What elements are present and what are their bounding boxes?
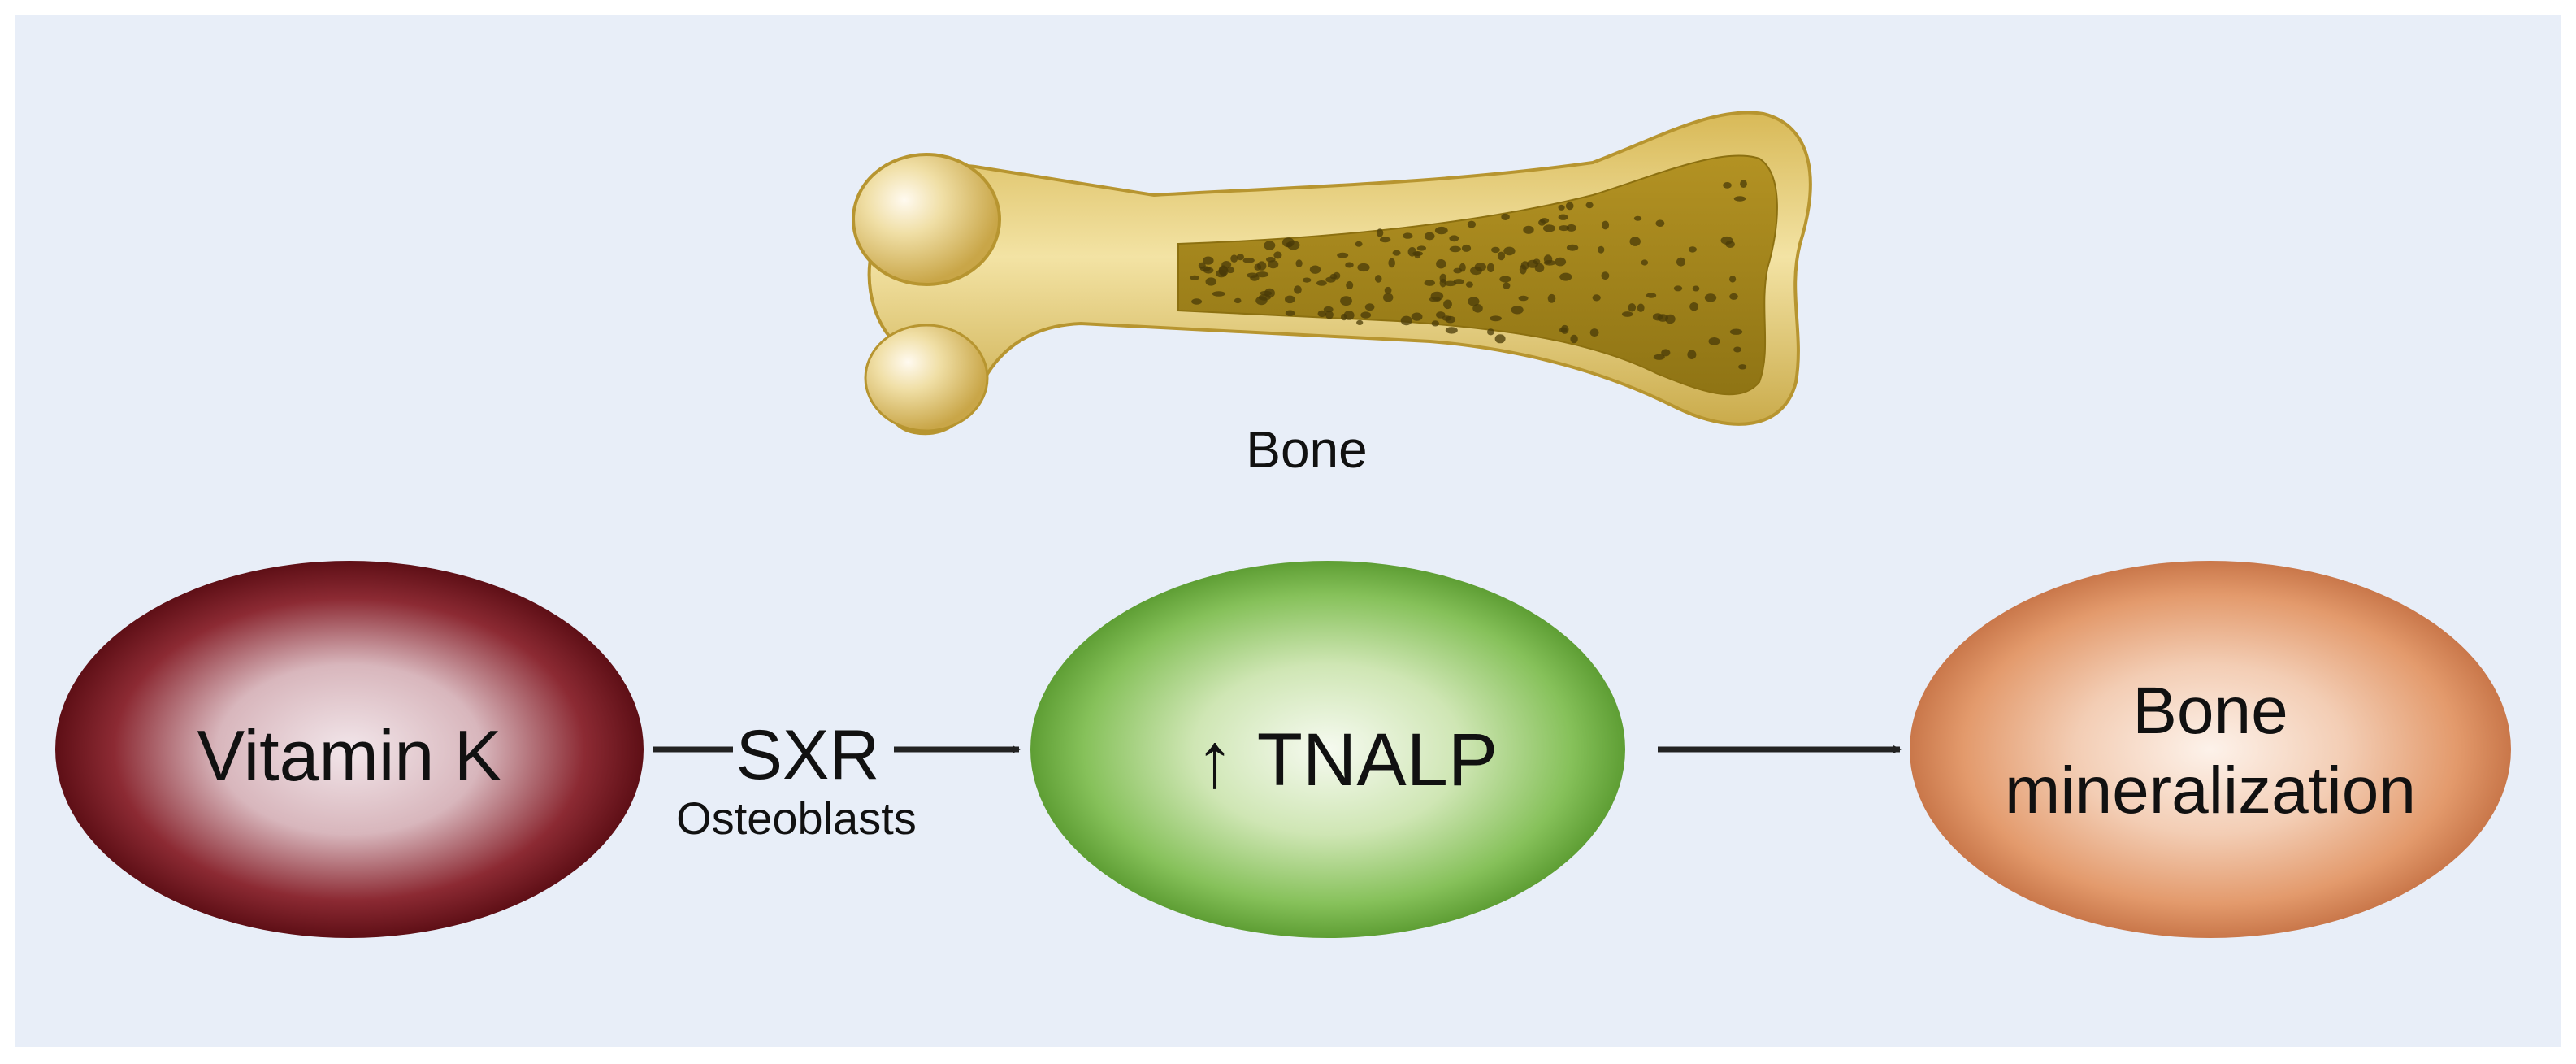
osteoblasts-label: Osteoblasts [676,793,917,844]
up-arrow-icon: ↑ [1195,717,1234,804]
marrow-pores [1190,180,1747,370]
bone-mineralization-label-line1: Bone [2132,674,2288,748]
bone-mineralization-label-line2: mineralization [2005,753,2416,827]
vitamin-k-label: Vitamin K [197,715,502,796]
tnalp-label: TNALP [1257,719,1498,801]
bone-illustration-icon [852,111,1812,436]
vitamin-k-node: Vitamin K [55,561,644,938]
tnalp-node: ↑ TNALP [1030,561,1625,938]
bone-mineralization-node: Bone mineralization [1910,561,2511,938]
bone-label: Bone [1246,420,1367,479]
sxr-label: SXR [736,716,880,794]
